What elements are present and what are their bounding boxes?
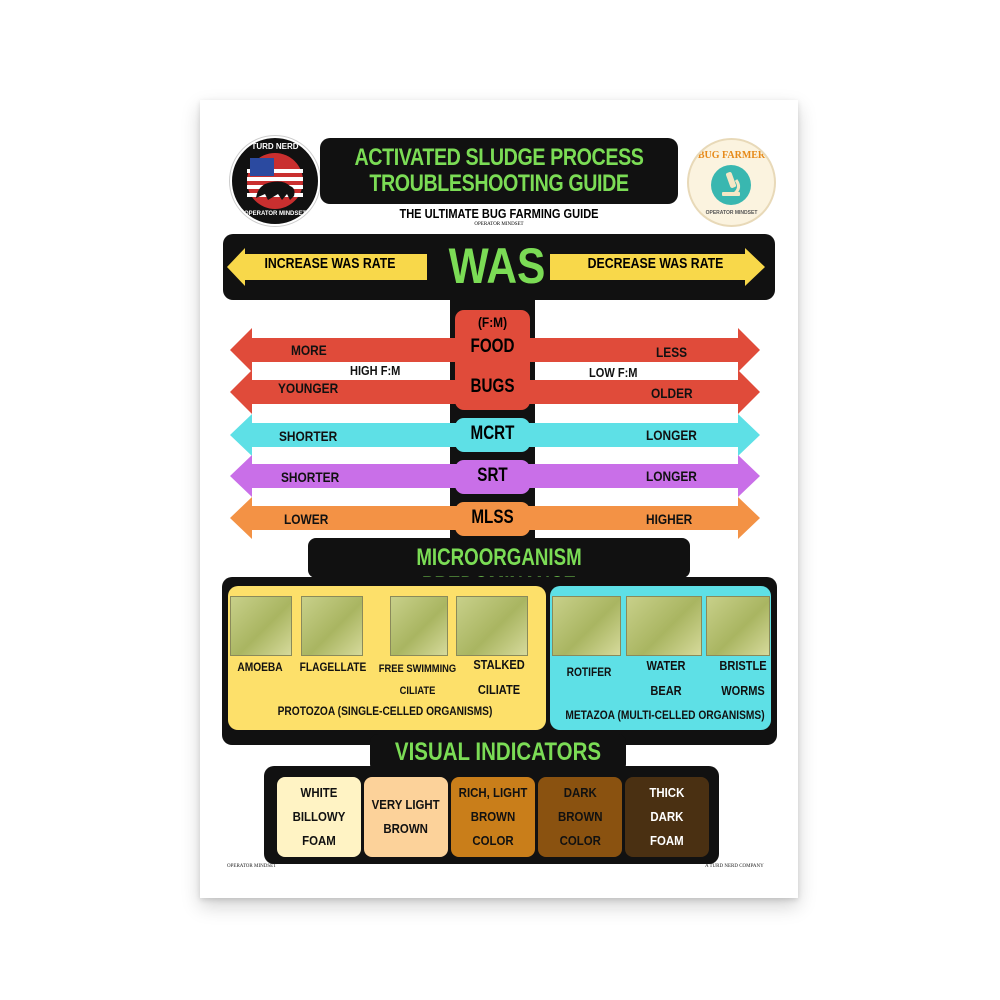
decrease-arrow-shape [550, 248, 765, 286]
title-banner: ACTIVATED SLUDGE PROCESS TROUBLESHOOTING… [320, 138, 678, 204]
ciliate-label-2: CILIATE [477, 682, 521, 697]
param-food: FOOD [470, 336, 515, 357]
increase-was-label: INCREASE WAS RATE [264, 255, 396, 272]
microscope-icon [711, 165, 751, 205]
indicator-white-billowy-foam: WHITE BILLOWY FOAM [277, 777, 361, 857]
ciliate-label-1: CILIATE [399, 685, 436, 697]
stalked-ciliate-image [456, 596, 528, 656]
poster: TURD NERD OPERATOR MINDSET ACTIVATED SLU… [200, 100, 798, 898]
logo-left-top-text: TURD NERD [251, 142, 299, 151]
indicator-text-2: VERY LIGHT BROWN [371, 797, 441, 836]
mlss-left-label: LOWER [284, 511, 329, 527]
turd-nerd-logo-graphic [233, 139, 317, 223]
amoeba-label: AMOEBA [237, 660, 283, 674]
visual-indicators-heading: VISUAL INDICATORS [394, 738, 602, 766]
srt-pill [455, 460, 530, 494]
mlss-pill [455, 502, 530, 536]
bristle-worms-image [706, 596, 770, 656]
flagellate-image [301, 596, 363, 656]
indicator-text-3: RICH, LIGHT BROWN COLOR [458, 785, 528, 848]
footer-left: OPERATOR MINDSET [227, 864, 277, 869]
param-mlss: MLSS [471, 507, 514, 528]
mcrt-left-label: SHORTER [279, 428, 338, 444]
logo-right-top-text: BUG FARMER [697, 150, 766, 161]
indicator-rich-light-brown: RICH, LIGHT BROWN COLOR [451, 777, 535, 857]
amoeba-image [230, 596, 292, 656]
rotifer-label: ROTIFER [566, 665, 612, 679]
free-swimming-label: FREE SWIMMING [378, 663, 457, 675]
free-swimming-ciliate-image [390, 596, 448, 656]
srt-left-label: SHORTER [281, 469, 340, 485]
rotifer-image [552, 596, 621, 656]
logo-left-bottom-text: OPERATOR MINDSET [243, 211, 307, 217]
was-label: WAS [448, 238, 546, 294]
subtitle: THE ULTIMATE BUG FARMING GUIDE [399, 206, 599, 221]
water-bear-image [626, 596, 702, 656]
indicator-very-light-brown: VERY LIGHT BROWN [364, 777, 448, 857]
worms-label: WORMS [721, 683, 765, 698]
param-bugs: BUGS [470, 376, 515, 397]
srt-right-label: LONGER [646, 468, 697, 484]
stalked-label: STALKED [473, 657, 525, 672]
bugs-left-label: YOUNGER [278, 380, 339, 396]
indicator-thick-dark-foam: THICK DARK FOAM [625, 777, 709, 857]
indicator-dark-brown-color: DARK BROWN COLOR [538, 777, 622, 857]
increase-arrow-shape [227, 248, 427, 286]
water-label: WATER [646, 658, 686, 673]
param-srt: SRT [477, 465, 508, 486]
microorganism-heading-bar [308, 538, 690, 578]
high-fm-label: HIGH F:M [350, 363, 401, 378]
turd-nerd-logo: TURD NERD OPERATOR MINDSET [230, 136, 320, 226]
bug-farmer-logo: BUG FARMER OPERATOR MINDSET [687, 138, 776, 227]
flagellate-label: FLAGELLATE [299, 660, 367, 674]
indicator-text-5: THICK DARK FOAM [649, 785, 685, 848]
bristle-label: BRISTLE [719, 658, 767, 673]
title-line-1: ACTIVATED SLUDGE PROCESS [354, 144, 644, 171]
food-right-label: LESS [656, 344, 688, 360]
visual-indicators-heading-bar [370, 734, 626, 772]
fm-label: (F:M) [477, 314, 508, 330]
indicator-text-1: WHITE BILLOWY FOAM [292, 785, 346, 848]
subtitle-note: OPERATOR MINDSET [474, 222, 524, 227]
decrease-was-label: DECREASE WAS RATE [587, 255, 724, 272]
food-left-label: MORE [291, 342, 327, 358]
title-line-2: TROUBLESHOOTING GUIDE [369, 170, 629, 197]
metazoa-caption: METAZOA (MULTI-CELLED ORGANISMS) [565, 708, 765, 722]
mlss-right-label: HIGHER [646, 511, 693, 527]
param-mcrt: MCRT [470, 423, 515, 444]
indicator-text-4: DARK BROWN COLOR [557, 785, 603, 848]
mcrt-pill [455, 418, 530, 452]
food-bugs-pill [455, 310, 530, 410]
bugs-right-label: OLDER [651, 385, 693, 401]
footer-right: A TURD NERD COMPANY [705, 864, 764, 869]
mcrt-right-label: LONGER [646, 427, 697, 443]
protozoa-caption: PROTOZOA (SINGLE-CELLED ORGANISMS) [277, 704, 493, 718]
low-fm-label: LOW F:M [589, 365, 638, 380]
bear-label: BEAR [650, 683, 682, 698]
logo-right-bottom-text: OPERATOR MINDSET [705, 210, 758, 216]
